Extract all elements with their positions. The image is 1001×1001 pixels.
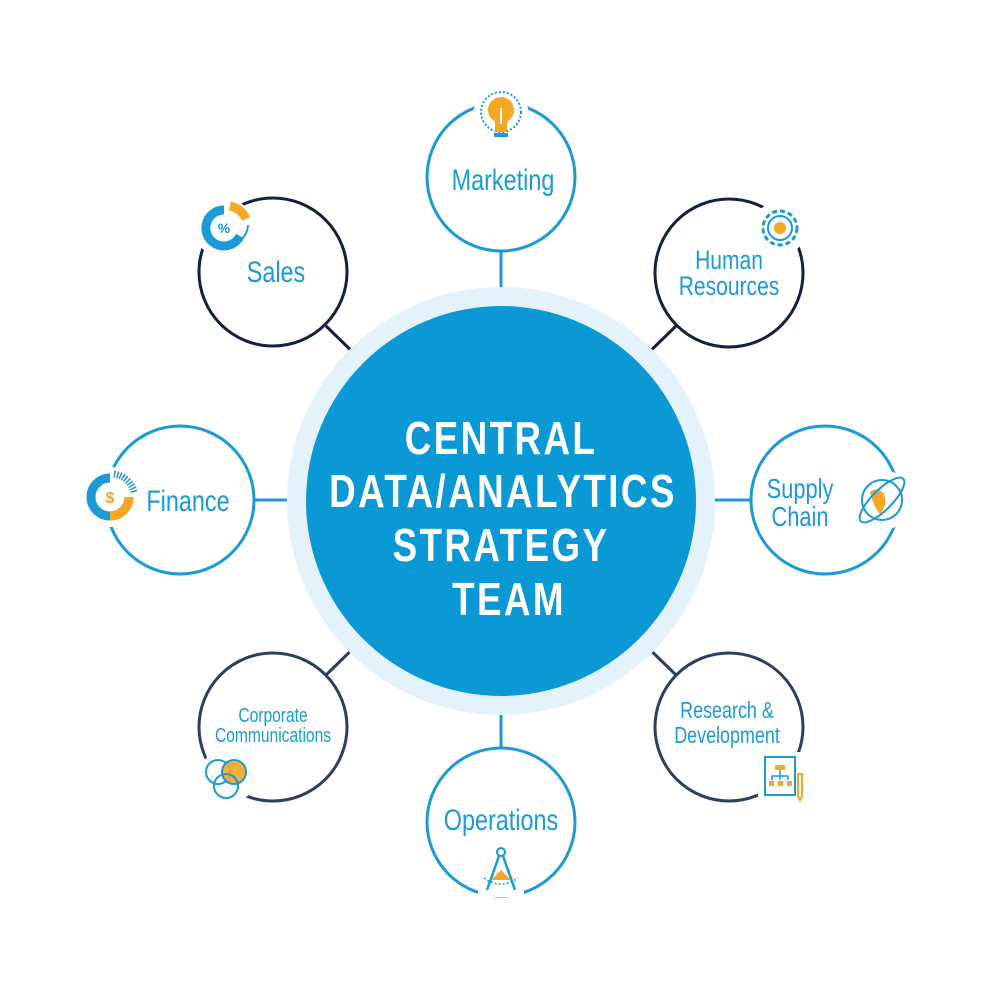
node-label: Finance <box>146 484 229 517</box>
node-sales[interactable]: % Sales <box>194 196 349 348</box>
node-label-line-2: Chain <box>771 501 828 532</box>
lightbulb-icon <box>473 88 529 144</box>
node-label: Operations <box>444 803 558 836</box>
venn-diagram-icon <box>198 750 254 806</box>
node-marketing[interactable]: Marketing <box>425 88 577 253</box>
node-supply-chain[interactable]: Supply Chain <box>749 424 912 576</box>
node-label-line-1: Corporate <box>238 704 307 726</box>
center-line-1: CENTRAL <box>405 412 598 464</box>
center-title: CENTRAL DATA/ANALYTICS STRATEGY TEAM <box>329 412 677 625</box>
svg-text:%: % <box>218 220 231 236</box>
node-label: Sales <box>247 255 306 288</box>
node-finance[interactable]: $ Finance <box>80 424 256 576</box>
node-research-development[interactable]: Research & Development <box>653 651 808 803</box>
svg-text:$: $ <box>106 490 115 507</box>
center-line-4: TEAM <box>452 573 566 625</box>
node-human-resources[interactable]: Human Resources <box>653 197 807 349</box>
node-label-line-2: Resources <box>679 272 780 302</box>
connectors <box>255 252 750 748</box>
percent-chart-icon: % <box>194 198 254 258</box>
node-label-line-2: Development <box>674 723 780 749</box>
gear-icon <box>753 201 807 255</box>
center-line-3: STRATEGY <box>393 519 610 571</box>
compass-icon <box>478 845 524 897</box>
node-label: Marketing <box>452 163 555 196</box>
node-operations[interactable]: Operations <box>425 746 577 898</box>
flowchart-icon <box>758 752 808 803</box>
node-label-line-1: Research & <box>680 698 774 724</box>
node-label-line-2: Communications <box>215 724 331 746</box>
node-label-line-1: Human <box>695 246 763 276</box>
node-corporate-communications[interactable]: Corporate Communications <box>197 651 349 806</box>
dollar-chart-icon: $ <box>80 467 140 527</box>
globe-icon <box>852 470 912 530</box>
center-line-2: DATA/ANALYTICS <box>329 465 677 517</box>
center-circle <box>306 306 696 696</box>
node-label-line-1: Supply <box>767 473 834 504</box>
